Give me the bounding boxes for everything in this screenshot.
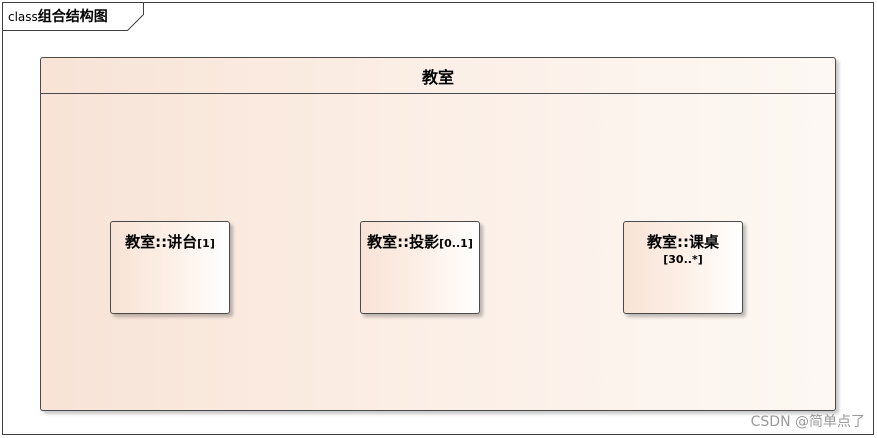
part-projector[interactable]: 教室::投影[0..1] [360, 221, 480, 314]
part-multiplicity: [30..*] [663, 253, 703, 266]
frame-tab-outline [3, 3, 144, 31]
part-name: 教室::讲台 [125, 233, 198, 251]
part-name: 教室::投影 [367, 233, 440, 251]
part-multiplicity: [1] [197, 237, 215, 250]
part-multiplicity: [0..1] [439, 237, 473, 250]
class-name: 教室 [41, 58, 835, 94]
frame-keyword: class [8, 10, 38, 24]
part-desk[interactable]: 教室::课桌 [30..*] [623, 221, 743, 314]
frame-label-tab: class组合结构图 [3, 3, 146, 31]
part-podium[interactable]: 教室::讲台[1] [110, 221, 230, 314]
watermark: CSDN @简单点了 [750, 414, 865, 430]
part-name: 教室::课桌 [647, 233, 719, 251]
frame-title: class组合结构图 [8, 6, 108, 26]
frame-diagram-name: 组合结构图 [37, 9, 108, 25]
